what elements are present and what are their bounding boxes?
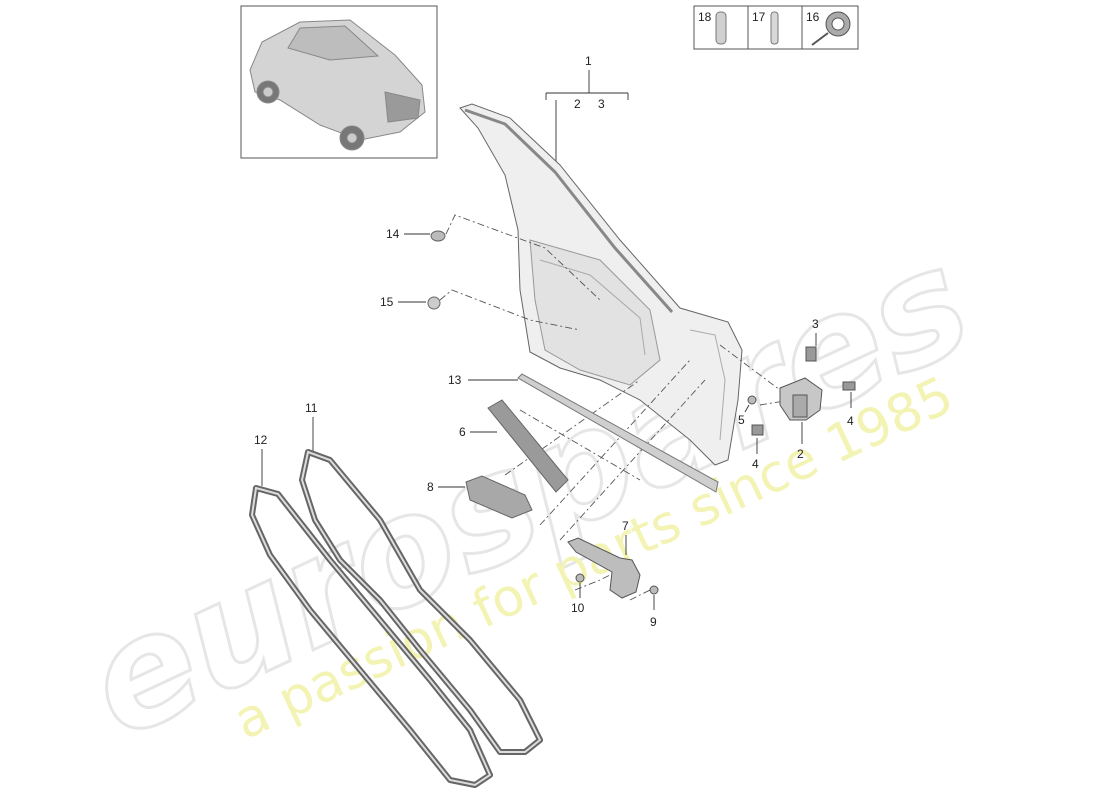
door-shell [459, 103, 743, 466]
plug-14: 14 [386, 227, 446, 242]
callout-3-hinge: 3 [812, 317, 819, 331]
assembly-lines [439, 214, 791, 601]
hinge-bolt-4-lower [751, 424, 764, 436]
callout-18: 18 [698, 10, 712, 24]
callout-1-group: 1 2 3 [545, 54, 629, 172]
callout-5: 5 [738, 413, 745, 427]
callout-14: 14 [386, 227, 400, 241]
callout-11: 11 [305, 401, 318, 415]
vehicle-thumbnail [240, 5, 438, 159]
door-check-strap-group: 7 10 9 [567, 519, 659, 629]
callout-3-top: 3 [598, 97, 605, 111]
callout-2-hinge: 2 [797, 447, 804, 461]
callout-10: 10 [571, 601, 585, 615]
callout-7: 7 [622, 519, 629, 533]
callout-16: 16 [806, 10, 820, 24]
callout-6: 6 [459, 425, 466, 439]
callout-2-top: 2 [574, 97, 581, 111]
door-seal-11: 11 [299, 401, 543, 755]
callout-17: 17 [752, 10, 766, 24]
damping-pad-8: 8 [427, 475, 533, 519]
callout-9: 9 [650, 615, 657, 629]
insulation-pad-6: 6 [459, 399, 569, 493]
callout-12: 12 [254, 433, 268, 447]
callout-4-lower: 4 [752, 457, 759, 471]
vehicle-image [249, 19, 426, 151]
callout-13: 13 [448, 373, 462, 387]
small-parts-box: 18 17 16 [693, 5, 859, 50]
callout-15: 15 [380, 295, 394, 309]
callout-4-right: 4 [847, 414, 854, 428]
window-seal-strip-13: 13 [448, 373, 719, 493]
hinge-bolt-4-right [842, 381, 856, 391]
adhesive-tape-roll-16 [811, 11, 851, 46]
callout-1: 1 [585, 54, 592, 68]
callout-8: 8 [427, 480, 434, 494]
door-check-strap-7 [567, 537, 641, 599]
door-hinge-group: 3 2 4 4 5 [738, 317, 856, 471]
sealant-tube-17 [770, 11, 779, 45]
hinge-bolt-3 [805, 346, 817, 362]
plug-15: 15 [380, 295, 441, 310]
door-seal-12: 12 [249, 433, 493, 788]
sealant-tube-18 [715, 11, 727, 45]
